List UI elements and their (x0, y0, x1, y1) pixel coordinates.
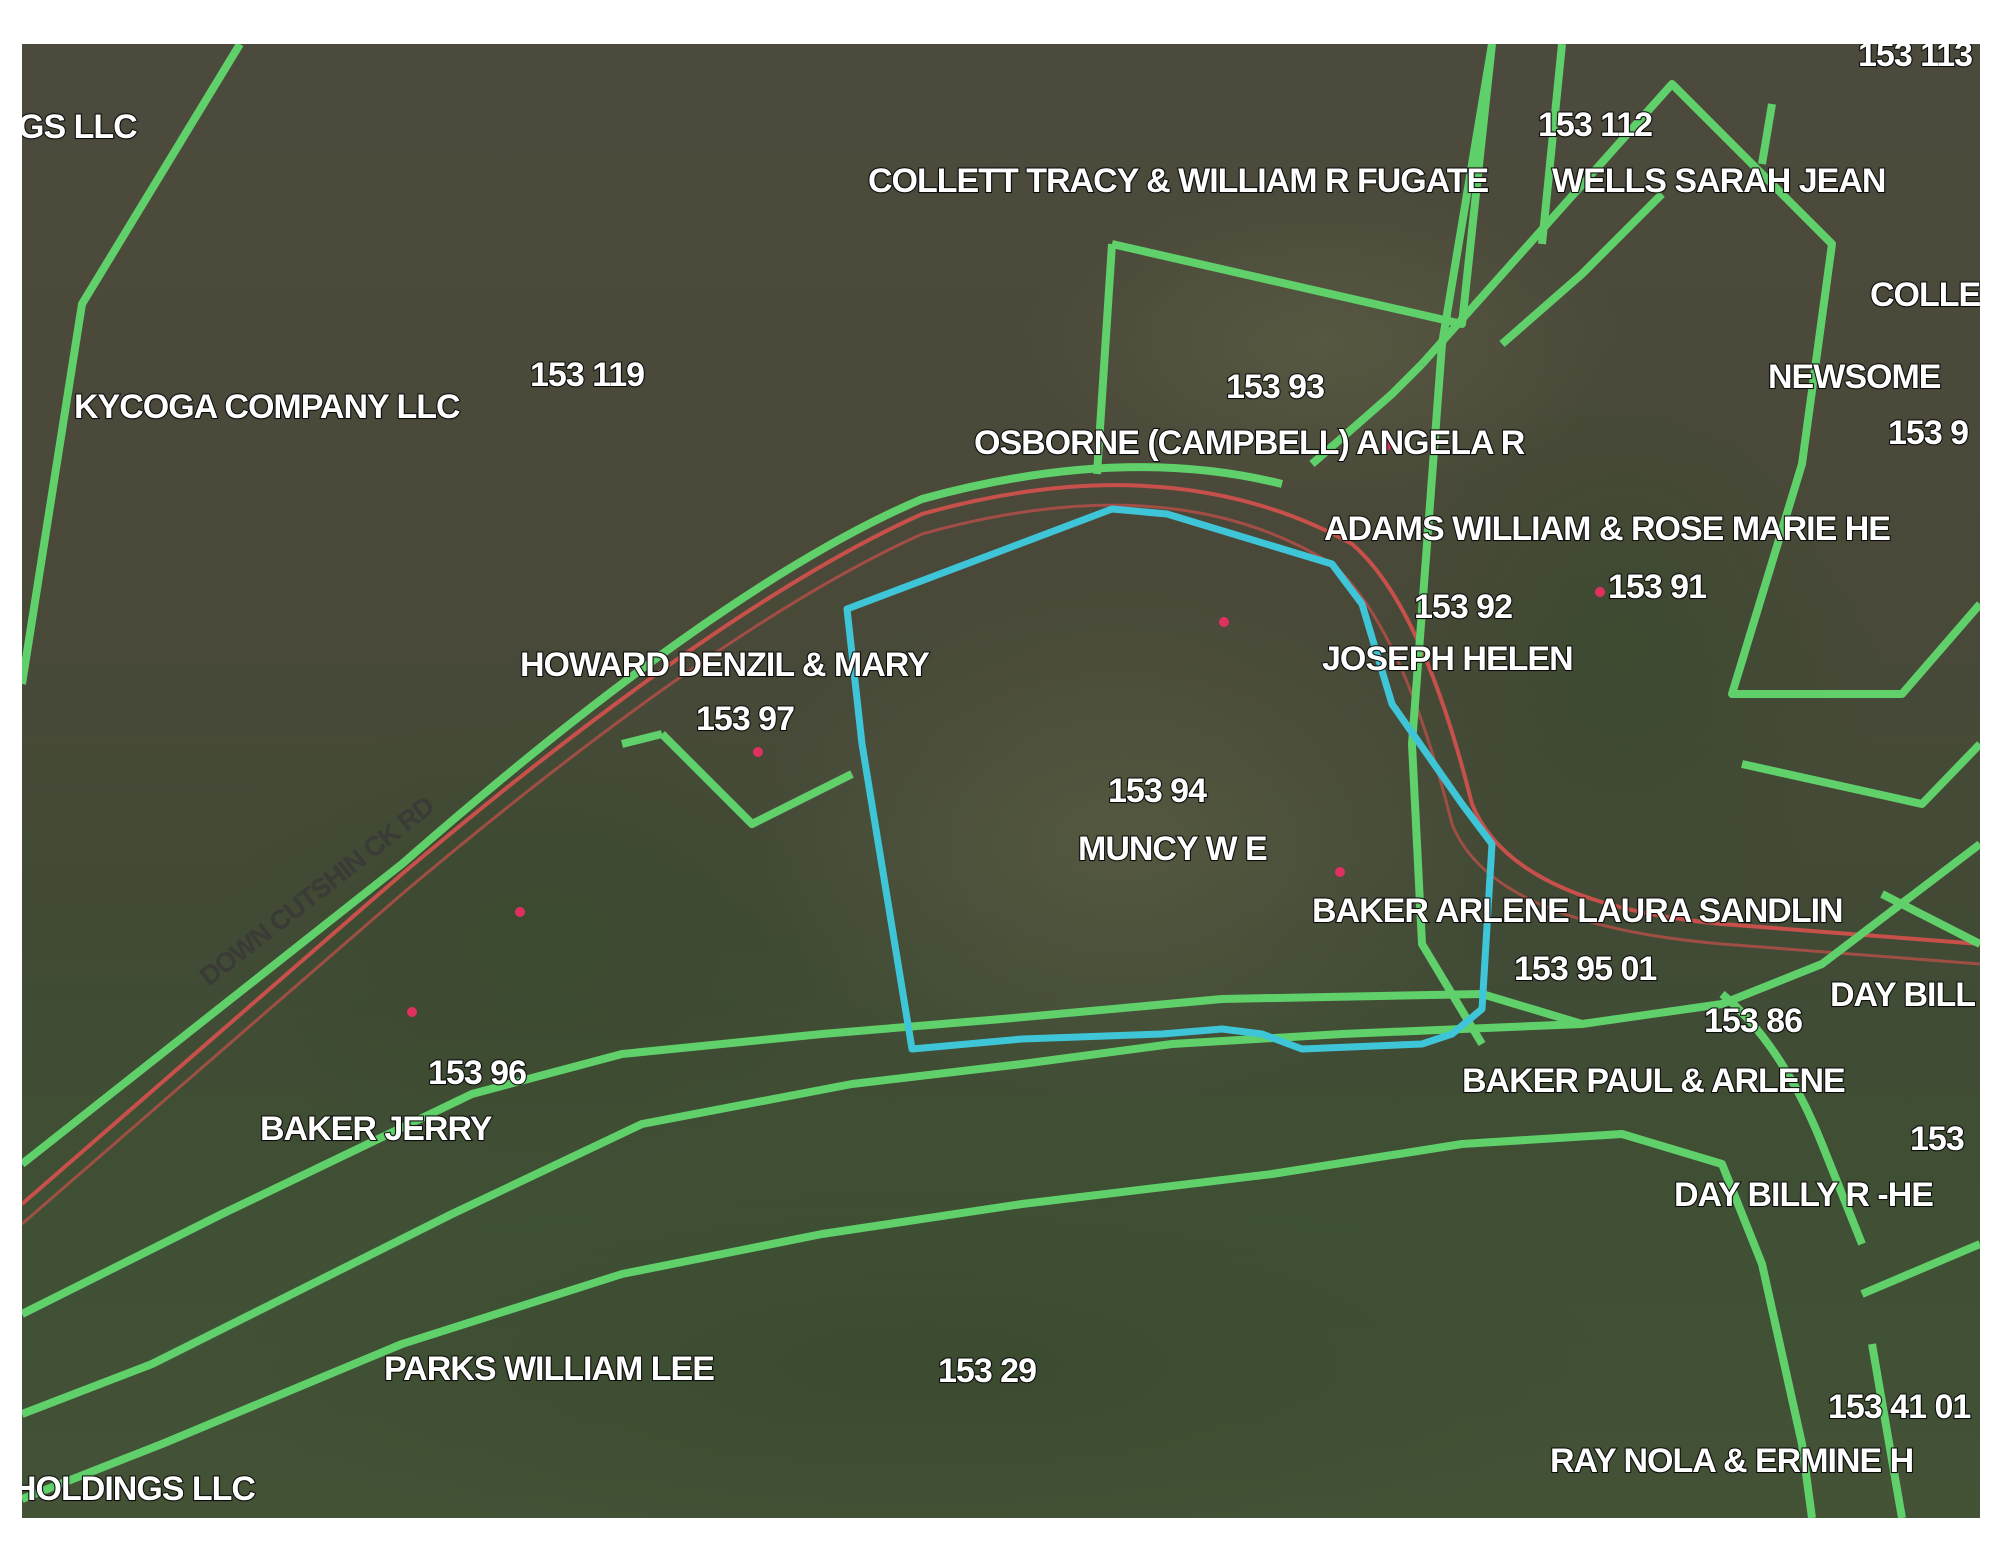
owner-kycoga[interactable]: KYCOGA COMPANY LLC (73, 388, 462, 426)
owner-adams[interactable]: ADAMS WILLIAM & ROSE MARIE HE (1323, 510, 1892, 548)
map-canvas (22, 44, 1980, 1518)
parcel-id-153[interactable]: 153 (1909, 1120, 1966, 1158)
parcel-id-153-91[interactable]: 153 91 (1607, 568, 1708, 606)
owner-baker-arlene[interactable]: BAKER ARLENE LAURA SANDLIN (1311, 892, 1845, 930)
parcel-id-153-9[interactable]: 153 9 (1887, 414, 1970, 452)
owner-day-billy[interactable]: DAY BILLY R -HE (1673, 1176, 1935, 1214)
owner-ray[interactable]: RAY NOLA & ERMINE H (1549, 1442, 1915, 1480)
parcel-id-153-86[interactable]: 153 86 (1703, 1002, 1804, 1040)
parcel-id-153-96[interactable]: 153 96 (427, 1054, 528, 1092)
parcel-id-153-97[interactable]: 153 97 (695, 700, 796, 738)
aerial-imagery (222, 184, 1882, 1518)
owner-collett-fugate[interactable]: COLLETT TRACY & WILLIAM R FUGATE (867, 162, 1490, 200)
owner-holdings[interactable]: HOLDINGS LLC (22, 1470, 257, 1508)
owner-parks[interactable]: PARKS WILLIAM LEE (383, 1350, 716, 1388)
parcel-id-153-29[interactable]: 153 29 (937, 1352, 1038, 1390)
owner-baker-jerry[interactable]: BAKER JERRY (259, 1110, 493, 1148)
parcel-id-153-94[interactable]: 153 94 (1107, 772, 1208, 810)
point-markers (407, 441, 1605, 1017)
parcel-id-153-92[interactable]: 153 92 (1413, 588, 1514, 626)
subject-parcel-boundary (843, 505, 1496, 1053)
parcel-boundaries (22, 44, 1980, 1518)
owner-howard[interactable]: HOWARD DENZIL & MARY (519, 646, 931, 684)
owner-osborne[interactable]: OSBORNE (CAMPBELL) ANGELA R (973, 424, 1526, 462)
parcel-id-153-119[interactable]: 153 119 (529, 356, 646, 394)
owner-joseph[interactable]: JOSEPH HELEN (1321, 640, 1575, 678)
parcel-id-153-41-01[interactable]: 153 41 01 (1827, 1388, 1972, 1426)
owner-newsome[interactable]: NEWSOME (1767, 358, 1942, 396)
owner-gs-llc[interactable]: GS LLC (22, 108, 139, 146)
owner-day-bill[interactable]: DAY BILL (1829, 976, 1977, 1014)
parcel-map[interactable]: 153 113 153 112 153 119 153 93 153 9 153… (22, 44, 1980, 1518)
parcel-id-153-112[interactable]: 153 112 (1537, 106, 1654, 144)
owner-wells[interactable]: WELLS SARAH JEAN (1551, 162, 1887, 200)
owner-colle[interactable]: COLLE (1869, 276, 1980, 314)
parcel-id-153-95-01[interactable]: 153 95 01 (1513, 950, 1658, 988)
owner-muncy[interactable]: MUNCY W E (1077, 830, 1269, 868)
parcel-id-153-93[interactable]: 153 93 (1225, 368, 1326, 406)
parcel-id-153-113[interactable]: 153 113 (1857, 44, 1974, 74)
road-line (22, 483, 1980, 1206)
owner-baker-paul[interactable]: BAKER PAUL & ARLENE (1461, 1062, 1847, 1100)
